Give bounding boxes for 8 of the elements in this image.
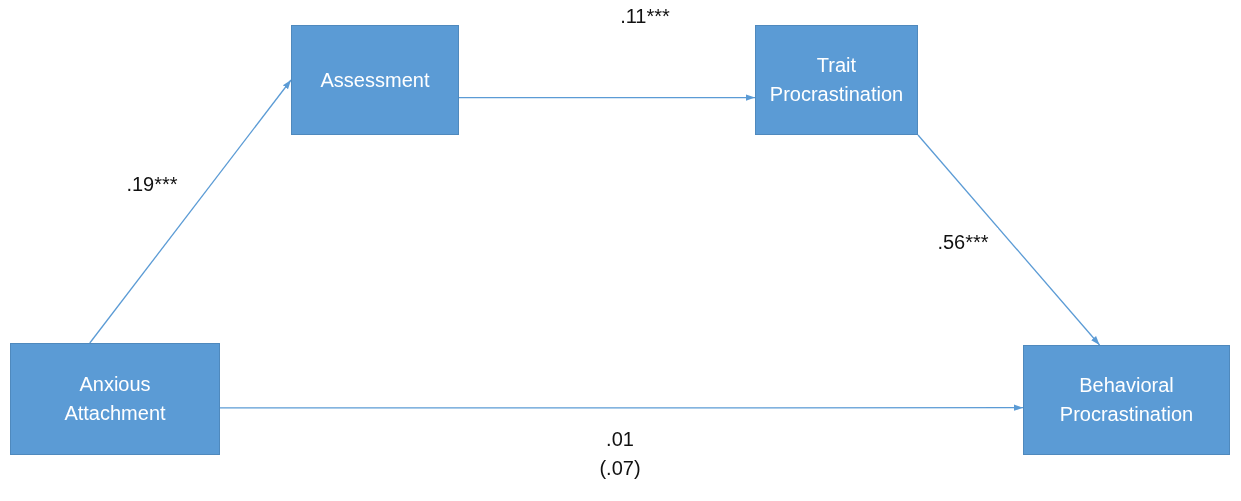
arrow: [917, 134, 1101, 346]
variable-box: Assessment: [291, 25, 459, 135]
arrow: [458, 94, 756, 101]
variable-box: Behavioral Procrastination: [1023, 345, 1230, 455]
variable-box: Trait Procrastination: [755, 25, 918, 135]
arrow: [89, 79, 292, 344]
arrow: [219, 404, 1024, 411]
variable-box: Anxious Attachment: [10, 343, 220, 455]
